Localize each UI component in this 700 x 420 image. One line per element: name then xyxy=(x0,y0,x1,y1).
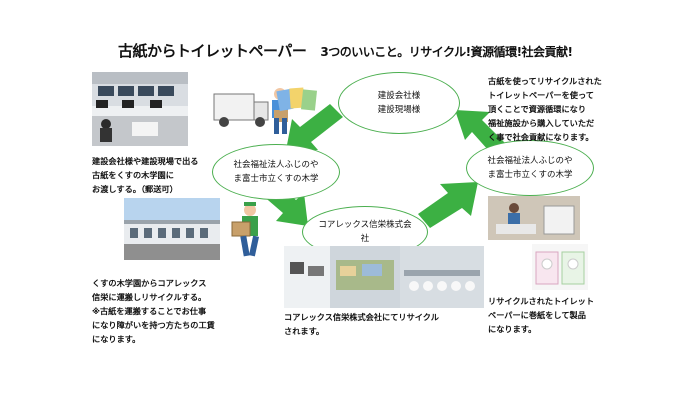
caption-line: になります。 xyxy=(92,334,141,344)
caption-benefits: 古紙を使ってリサイクルされた トイレットペーパーを使って 頂くことで資源循環にな… xyxy=(488,74,602,144)
caption-line: になり障がいを持つ方たちの工賃 xyxy=(92,320,215,330)
caption-line: お渡しする。（郵送可） xyxy=(92,184,178,194)
packing-art xyxy=(488,196,580,240)
title-main: 古紙からトイレットペーパー xyxy=(118,42,307,60)
node-welfare-left: 社会福祉法人ふじのや ま富士市立くすの木学 xyxy=(212,144,340,200)
caption-transport: くすの木学園からコアレックス 信栄に運搬しリサイクルする。 ※古紙を運搬すること… xyxy=(92,276,215,346)
node-welfare-left-line2: ま富士市立くすの木学 xyxy=(233,174,319,184)
worker-icon xyxy=(231,202,260,257)
office-photo xyxy=(92,72,188,146)
node-welfare-right: 社会福祉法人ふじのや ま富士市立くすの木学 xyxy=(466,140,594,196)
newspaper-icon xyxy=(276,87,318,112)
caption-line: 福祉施設から購入していただ xyxy=(488,118,595,128)
packing-work-photo xyxy=(488,196,580,240)
worker-carrying-box-illustration xyxy=(226,200,270,264)
title-subtitle: 3つのいいこと。リサイクル!資源循環!社会貢献! xyxy=(320,45,573,59)
caption-line: く事で社会貢献になります。 xyxy=(488,132,594,142)
page-title: 古紙からトイレットペーパー 3つのいいこと。リサイクル!資源循環!社会貢献! xyxy=(118,40,588,61)
caption-construction-paper: 建設会社様や建設現場で出る 古紙をくすの木学園に お渡しする。（郵送可） xyxy=(92,154,198,196)
caption-line: ※古紙を運搬することでお仕事 xyxy=(92,306,207,316)
node-welfare-left-line1: 社会福祉法人ふじのや xyxy=(233,160,319,170)
node-welfare-right-line1: 社会福祉法人ふじのや xyxy=(487,156,573,166)
toilet-paper-product-photo xyxy=(532,244,588,290)
arrow-to-welfare-right xyxy=(418,182,478,228)
node-welfare-right-line2: ま富士市立くすの木学 xyxy=(487,170,573,180)
school-building-photo xyxy=(124,198,220,260)
caption-line: 頂くことで資源循環になり xyxy=(488,104,587,114)
paper-stack-illustration xyxy=(276,84,320,114)
toilet-paper-icon xyxy=(532,244,588,290)
factory-art xyxy=(284,246,484,308)
caption-line: 古紙を使ってリサイクルされた xyxy=(488,76,602,86)
caption-line: リサイクルされたトイレット xyxy=(488,296,595,306)
arrow-to-welfare-left xyxy=(286,104,343,150)
node-coarex-line1: コアレックス信栄株式会 xyxy=(318,220,412,230)
caption-line: になります。 xyxy=(488,324,537,334)
caption-line: 建設会社様や建設現場で出る xyxy=(92,156,199,166)
caption-line: ペーパーに巻紙をして製品 xyxy=(488,310,586,320)
caption-line: トイレットペーパーを使って xyxy=(488,90,594,100)
caption-line: くすの木学園からコアレックス xyxy=(92,278,207,288)
caption-recycling: コアレックス信栄株式会社にてリサイクル されます。 xyxy=(284,310,439,338)
caption-line: されます。 xyxy=(284,326,325,336)
caption-line: 信栄に運搬しリサイクルする。 xyxy=(92,292,207,302)
node-construction: 建設会社様 建設現場様 xyxy=(338,72,460,134)
caption-line: 古紙をくすの木学園に xyxy=(92,170,174,180)
caption-product: リサイクルされたトイレット ペーパーに巻紙をして製品 になります。 xyxy=(488,294,594,336)
caption-line: コアレックス信栄株式会社にてリサイクル xyxy=(284,312,439,322)
office-photo-art xyxy=(92,72,188,146)
node-coarex-line2: 社 xyxy=(360,234,370,244)
building-art xyxy=(124,198,220,260)
node-construction-line2: 建設現場様 xyxy=(377,105,421,115)
node-construction-line1: 建設会社様 xyxy=(377,91,421,101)
recycling-plant-photo xyxy=(284,246,484,308)
